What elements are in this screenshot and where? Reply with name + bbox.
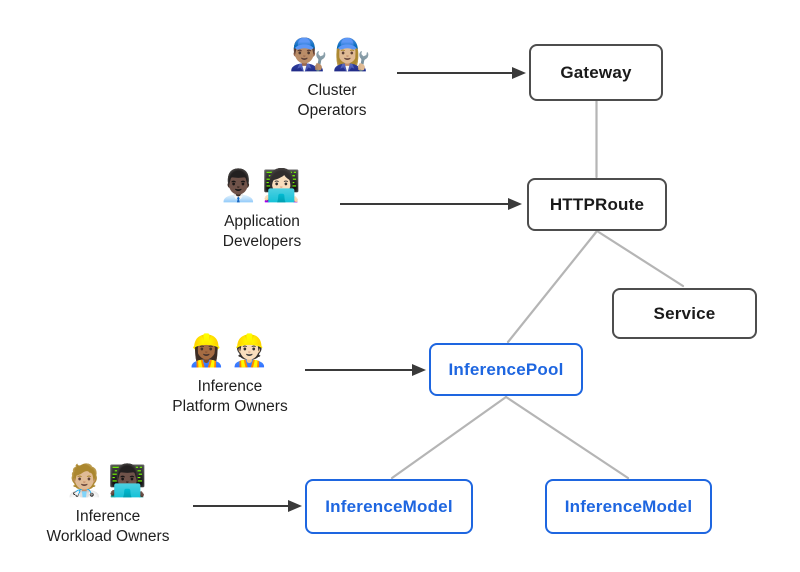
node-inferencepool: InferencePool <box>429 343 583 396</box>
edge-inferencepool-model-left <box>390 395 508 480</box>
cluster-operators-label: Cluster Operators <box>297 82 367 119</box>
persona-inference-workload-owners: 🧑🏼‍⚕️👨🏿‍💻 Inference Workload Owners <box>8 459 208 547</box>
node-httproute: HTTPRoute <box>527 178 667 231</box>
inference-workload-owners-label: Inference Workload Owners <box>46 508 170 545</box>
node-inferencemodel-left: InferenceModel <box>305 479 473 534</box>
inference-platform-owners-emoji: 👷🏾‍♀️👷🏻 <box>187 333 273 369</box>
node-inferencemodel-right-label: InferenceModel <box>564 496 693 516</box>
node-inferencepool-label: InferencePool <box>448 359 564 379</box>
node-inferencemodel-left-label: InferenceModel <box>325 496 453 516</box>
persona-application-developers: 👨🏿‍💼👩🏻‍💻 Application Developers <box>182 164 342 252</box>
node-gateway-label: Gateway <box>560 62 632 82</box>
node-httproute-label: HTTPRoute <box>549 194 645 214</box>
persona-cluster-operators: 👨🏽‍🔧👩🏼‍🔧 Cluster Operators <box>252 33 412 121</box>
node-service-label: Service <box>653 303 716 323</box>
cluster-operators-emoji: 👨🏽‍🔧👩🏼‍🔧 <box>289 37 375 73</box>
edge-httproute-inferencepool <box>506 229 599 344</box>
node-service: Service <box>612 288 757 339</box>
node-inferencemodel-right: InferenceModel <box>545 479 712 534</box>
edge-httproute-service <box>595 229 685 288</box>
inference-workload-owners-emoji: 🧑🏼‍⚕️👨🏿‍💻 <box>65 463 151 499</box>
inference-platform-owners-label: Inference Platform Owners <box>172 378 288 415</box>
application-developers-label: Application Developers <box>222 213 302 250</box>
persona-inference-platform-owners: 👷🏾‍♀️👷🏻 Inference Platform Owners <box>130 329 330 417</box>
edge-inferencepool-model-right <box>504 395 630 480</box>
application-developers-emoji: 👨🏿‍💼👩🏻‍💻 <box>219 168 305 204</box>
node-gateway: Gateway <box>529 44 663 101</box>
